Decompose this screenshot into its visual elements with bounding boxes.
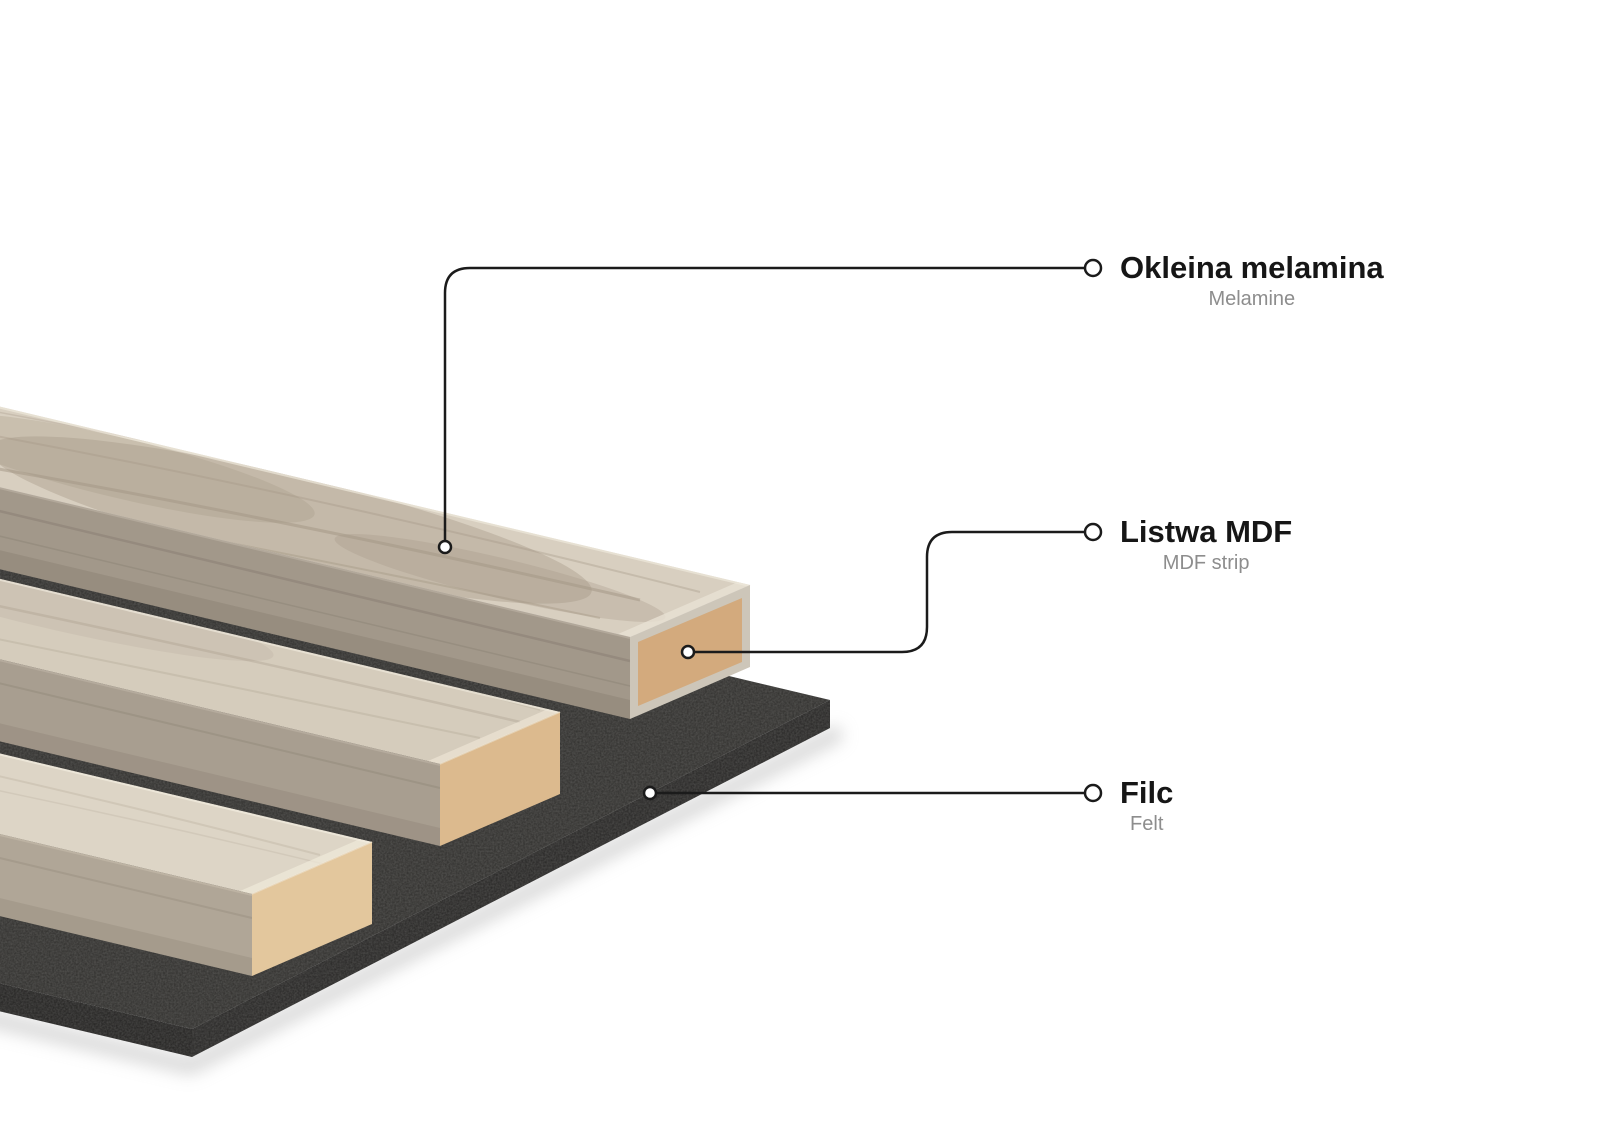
- slat1-side-face: [0, 487, 630, 719]
- slat3-top-face: [0, 753, 372, 894]
- callout-endpoint-circle-felt: [1083, 783, 1103, 803]
- callout-anchor-dot-felt: [642, 785, 658, 801]
- slat3-end-top-highlight: [251, 841, 373, 895]
- slat1-side-grain: [0, 509, 631, 663]
- mdf-slat-back: [0, 397, 751, 719]
- slat2-end-top-highlight: [439, 711, 561, 765]
- callout-subtitle-melamine: Melamine: [1208, 288, 1296, 310]
- slat1-side-shade: [0, 550, 630, 719]
- slat2-end-mdf-core: [440, 712, 560, 846]
- callout-endpoint-circle-mdf: [1083, 522, 1103, 542]
- slat3-wrap-edge-highlight: [240, 839, 372, 894]
- slat1-far-edge-highlight: [0, 406, 751, 587]
- wood-grain-stroke: [0, 699, 341, 869]
- callout-title-melamine: Okleina melamina: [1120, 250, 1384, 285]
- slat1-side-top-highlight: [0, 487, 631, 639]
- slat3-side-grain: [0, 857, 253, 919]
- wood-grain-patch: [0, 538, 274, 662]
- slat3-end-mdf-core: [252, 842, 372, 976]
- callout-label-mdf: Listwa MDF MDF strip: [1120, 514, 1292, 575]
- slat3-wood-grain: [0, 659, 372, 894]
- wood-grain-stroke: [0, 555, 481, 739]
- callout-title-mdf: Listwa MDF: [1120, 514, 1293, 549]
- wood-grain-stroke: [0, 528, 521, 724]
- slat2-side-face: [0, 659, 440, 846]
- slat1-side-grain: [0, 535, 631, 687]
- callout-title-felt: Filc: [1120, 775, 1174, 810]
- wood-grain-patch: [0, 413, 315, 523]
- callout-label-felt: Filc Felt: [1120, 775, 1173, 836]
- callouts: [437, 258, 1103, 803]
- wood-grain-patch: [0, 436, 592, 604]
- wood-grain-stroke: [0, 428, 641, 602]
- slat1-wrap-edge-highlight: [618, 582, 750, 637]
- slat2-top-face: [0, 578, 560, 764]
- callout-anchor-dot-mdf: [680, 644, 696, 660]
- slat2-side-top-highlight: [0, 659, 441, 766]
- slat2-wrap-edge-highlight: [428, 709, 560, 764]
- slat3-side-face: [0, 834, 252, 976]
- mdf-slat-front: [0, 659, 373, 976]
- wood-grain-patch: [334, 534, 666, 622]
- callout-anchor-dot-melamine: [437, 539, 453, 555]
- slat2-side-shade: [0, 723, 440, 846]
- callout-label-melamine: Okleina melamina Melamine: [1120, 250, 1384, 311]
- callout-line-melamine: [443, 266, 1087, 549]
- slat1-top-face: [0, 406, 750, 637]
- callout-endpoint-circle-melamine: [1083, 258, 1103, 278]
- slat3-far-edge-highlight: [0, 753, 373, 844]
- slat2-far-edge-highlight: [0, 578, 561, 714]
- panel-drop-shadow: [0, 726, 843, 1075]
- callout-line-mdf: [686, 530, 1087, 654]
- wood-grain-stroke: [0, 407, 701, 593]
- slat2-side-grain: [0, 682, 441, 789]
- wood-grain-stroke: [0, 659, 321, 856]
- slat3-side-top-highlight: [0, 834, 253, 896]
- callout-subtitle-mdf: MDF strip: [1162, 552, 1250, 574]
- callout-subtitle-felt: Felt: [1130, 813, 1164, 835]
- slat3-side-shade: [0, 898, 252, 976]
